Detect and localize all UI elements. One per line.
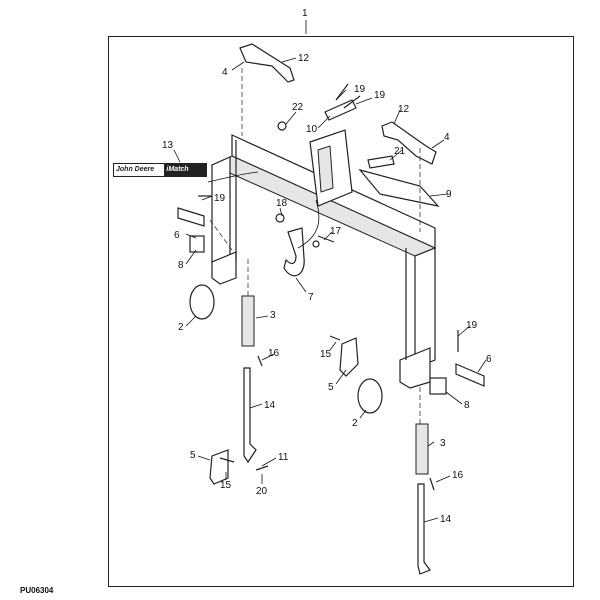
callout-1: 1 xyxy=(302,8,308,19)
callout-17: 17 xyxy=(330,226,342,237)
snap-ring-part xyxy=(189,284,383,414)
callout-13: 13 xyxy=(162,140,174,151)
decal-13: John Deere iMatch xyxy=(113,163,207,177)
assembly-lines xyxy=(209,68,421,424)
decal-left-text: John Deere xyxy=(116,166,155,173)
callout-8: 8 xyxy=(464,400,470,411)
callout-10: 10 xyxy=(306,124,318,135)
callout-5: 5 xyxy=(328,382,334,393)
callout-4: 4 xyxy=(444,132,450,143)
callout-15: 15 xyxy=(320,349,332,360)
callout-20: 20 xyxy=(256,486,268,497)
callout-4: 4 xyxy=(222,67,228,78)
figure-code: PU06304 xyxy=(20,586,54,595)
hitch-frame-part xyxy=(210,134,437,389)
handle-part xyxy=(239,43,437,165)
pin-part xyxy=(177,207,485,395)
callout-labels: 1 4 12 19 19 22 10 12 4 21 9 13 19 6 8 1… xyxy=(162,8,492,525)
callout-14: 14 xyxy=(264,400,276,411)
callout-15: 15 xyxy=(220,480,232,491)
callout-8: 8 xyxy=(178,260,184,271)
callout-16: 16 xyxy=(268,348,280,359)
rod-part xyxy=(243,367,431,575)
callout-19: 19 xyxy=(466,320,478,331)
locking-plate-part xyxy=(309,99,440,207)
callout-19: 19 xyxy=(374,90,386,101)
callout-3: 3 xyxy=(270,310,276,321)
leader-lines xyxy=(173,20,487,523)
decal-right-text: iMatch xyxy=(164,164,206,176)
callout-19: 19 xyxy=(214,193,226,204)
callout-16: 16 xyxy=(452,470,464,481)
callout-2: 2 xyxy=(352,418,358,429)
callout-7: 7 xyxy=(308,292,314,303)
decal-arrows xyxy=(207,171,320,249)
callout-14: 14 xyxy=(440,514,452,525)
callout-2: 2 xyxy=(178,322,184,333)
fastener-part xyxy=(198,83,459,491)
callout-6: 6 xyxy=(174,230,180,241)
callout-9: 9 xyxy=(446,189,452,200)
callout-21: 21 xyxy=(394,146,406,157)
callout-12: 12 xyxy=(398,104,410,115)
callout-19: 19 xyxy=(354,84,366,95)
callout-11: 11 xyxy=(278,452,289,463)
diagram-frame xyxy=(108,36,574,587)
callout-12: 12 xyxy=(298,53,310,64)
hook-part xyxy=(283,227,320,277)
callout-18: 18 xyxy=(276,198,288,209)
callout-6: 6 xyxy=(486,354,492,365)
callout-3: 3 xyxy=(440,438,446,449)
callout-22: 22 xyxy=(292,102,304,113)
callout-5: 5 xyxy=(190,450,196,461)
spring-part xyxy=(241,295,429,475)
